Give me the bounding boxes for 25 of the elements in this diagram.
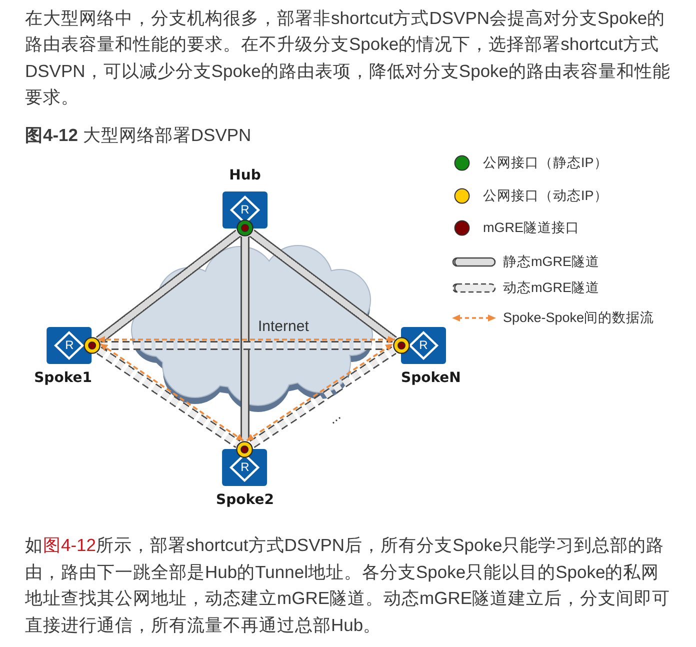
cloud-label: Internet xyxy=(258,318,309,336)
ellipsis-text: ... xyxy=(324,408,343,426)
static-tunnel xyxy=(96,230,241,344)
legend-label: mGRE隧道接口 xyxy=(483,219,580,237)
node-label: Spoke2 xyxy=(216,492,274,509)
legend-label: 公网接口（静态IP） xyxy=(483,154,608,172)
legend-label: 公网接口（动态IP） xyxy=(483,187,608,205)
figure-title: 图4-12 大型网络部署DSVPN xyxy=(25,124,252,147)
router-icon: R xyxy=(47,327,92,364)
data-flow-arrow xyxy=(98,336,395,343)
router-icon: R xyxy=(222,449,268,486)
router-icon: R xyxy=(222,191,268,228)
legend-label: 静态mGRE隧道 xyxy=(503,253,600,271)
node-label: Spoke1 xyxy=(34,370,92,387)
static-tunnel xyxy=(240,236,250,440)
dynamic-tunnel xyxy=(100,341,392,350)
node-label: Hub xyxy=(229,167,261,184)
figure-link: 图4-12 xyxy=(43,535,96,555)
static-tunnel xyxy=(249,230,397,344)
body-paragraph: 如图4-12所示，部署shortcut方式DSVPN后，所有分支Spoke只能学习到总部的路由，路由下一跳全部是Hub的Tunnel地址。各分支Spoke只能以目的Spoke的私网地址查找其公网地址，动态建立mGRE隧道。动态mGRE隧道建立后，分支间即可直接进行通信，所有流量不再通过总部Hub。 xyxy=(25,534,671,636)
router-icon: R xyxy=(401,327,446,364)
node-label: SpokeN xyxy=(401,370,461,387)
legend-label: Spoke-Spoke间的数据流 xyxy=(503,309,654,327)
legend-label: 动态mGRE隧道 xyxy=(503,279,600,297)
intro-paragraph: 在大型网络中，分支机构很多，部署非shortcut方式DSVPN会提高对分支Spoke的路由表容量和性能的要求。在不升级分支Spoke的情况下，选择部署shortcut方式DSVPN，可以减少分支Spoke的路由表项，降低对分支Spoke的路由表容量和性能要求。 xyxy=(25,6,672,109)
